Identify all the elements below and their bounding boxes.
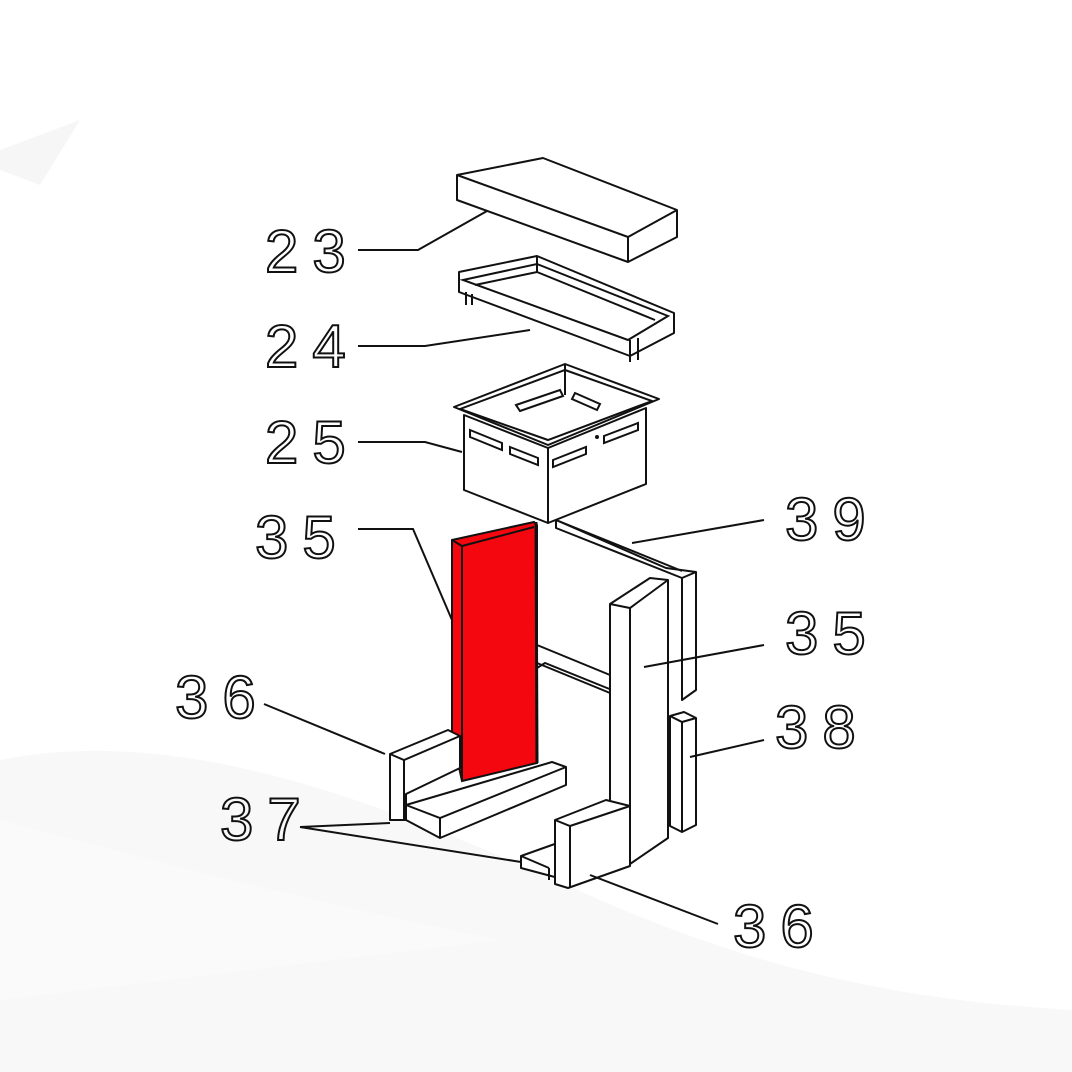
leader-lines	[263, 210, 765, 925]
label-part-24: 24	[265, 313, 360, 380]
label-part-23: 23	[265, 218, 360, 285]
label-part-37: 37	[220, 786, 315, 853]
label-part-35-right: 35	[785, 600, 880, 667]
label-part-38: 38	[775, 694, 870, 761]
label-part-35-left: 35	[255, 504, 350, 571]
label-part-36-right: 36	[733, 893, 828, 960]
part-39-rear-brick-upper[interactable]	[555, 519, 697, 701]
part-35-side-brick-highlighted[interactable]	[451, 520, 539, 783]
part-25-box-insert[interactable]	[453, 363, 660, 524]
part-36-corner-block-right[interactable]	[554, 799, 631, 889]
part-38-rear-brick-lower[interactable]	[669, 711, 697, 833]
part-23-top-plate[interactable]	[456, 157, 678, 263]
label-part-39: 39	[785, 486, 880, 553]
part-36-corner-block-left[interactable]	[389, 729, 461, 821]
label-part-36-left: 36	[175, 664, 270, 731]
crossbar	[536, 644, 613, 694]
part-24-tray[interactable]	[458, 255, 675, 362]
label-part-25: 25	[265, 409, 360, 476]
